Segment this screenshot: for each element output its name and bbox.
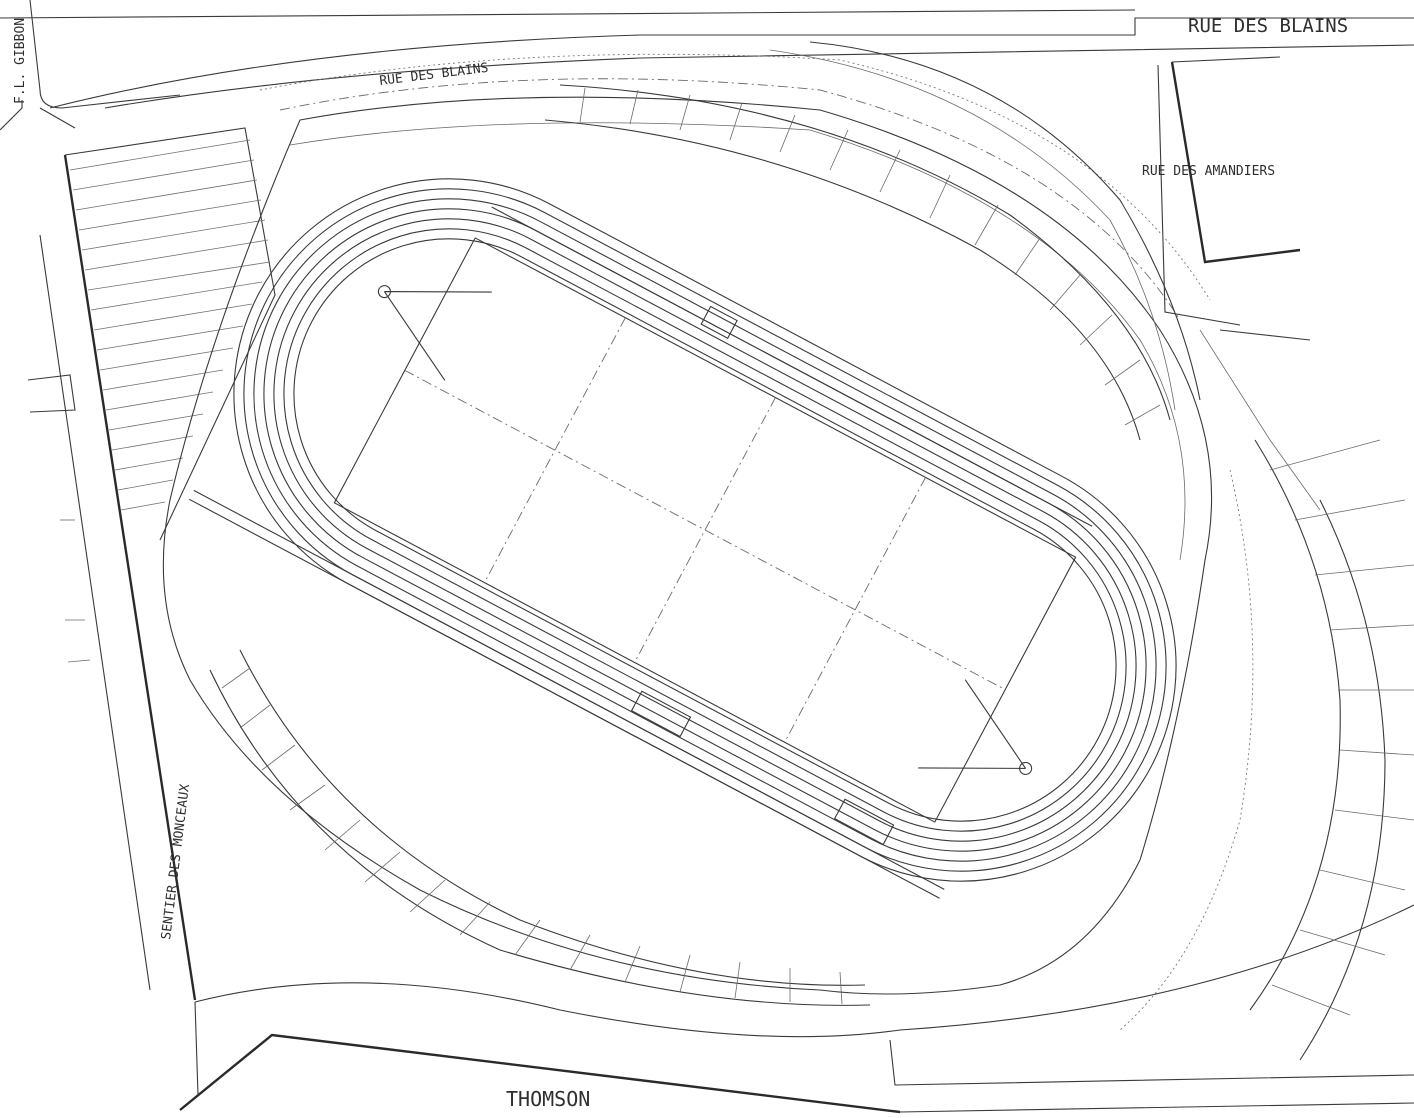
- label-rue-des-blains-top: RUE DES BLAINS: [1188, 15, 1348, 37]
- east-terraces: [1119, 329, 1414, 1061]
- street-labels: RUE DES BLAINS RUE DES BLAINS RUE DES AM…: [13, 15, 1348, 1111]
- label-fl-gibbon: F.L. GIBBON: [13, 18, 28, 104]
- label-thomson: THOMSON: [506, 1087, 590, 1111]
- west-hatched-parcel: [64, 127, 276, 541]
- south-west-stands: [209, 649, 871, 1006]
- running-track: [188, 178, 1177, 899]
- label-rue-des-amandiers: RUE DES AMANDIERS: [1142, 164, 1275, 179]
- north-east-stands: [544, 41, 1201, 441]
- stadium-envelope: [162, 53, 1213, 995]
